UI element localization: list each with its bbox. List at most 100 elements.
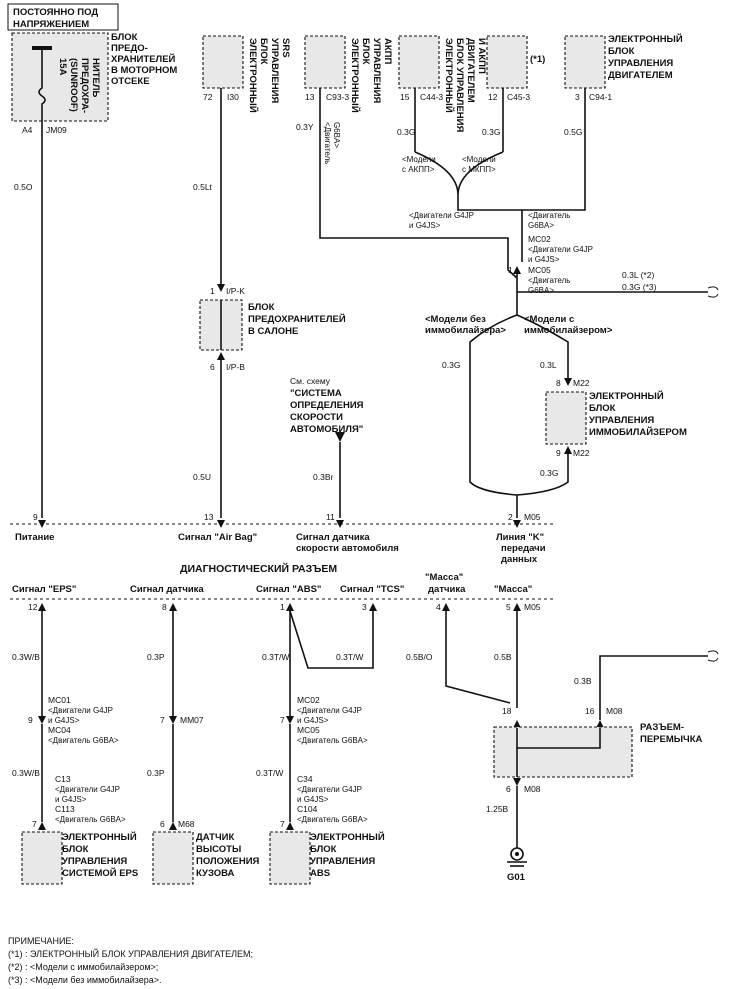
label-mass: "Масса" — [494, 584, 532, 595]
height-label-1: ДАТЧИК — [196, 832, 234, 843]
ground-pin6: 6 — [506, 784, 511, 794]
ground-conn-m08a: M08 — [606, 706, 623, 716]
splice-mc02: MC02 — [528, 234, 551, 244]
akpp-label-2: БЛОК — [360, 38, 371, 65]
abs-mc02-note-1: <Двигатели G4JP — [297, 706, 362, 715]
eng-akpp-label-4: И АКПП — [476, 38, 487, 74]
star1-pin: 12 — [488, 92, 498, 102]
mkpp-models-1: <Модели — [462, 155, 496, 164]
akpp-conn: C93-3 — [326, 92, 349, 102]
out-wire-1: 0.3L (*2) — [622, 270, 654, 280]
engine-ecu-conn: C94-1 — [589, 92, 612, 102]
connector-arrow-icon — [169, 822, 177, 830]
srs-label-4: SRS — [280, 38, 291, 58]
fuse-text-2: ПРЕДОХРА- — [79, 58, 90, 113]
engines-g4-1: <Двигатели G4JP — [409, 211, 474, 220]
model-splice: <Модели с АКПП> <Модели с МКПП> <Двигате… — [402, 151, 719, 315]
abs-c34-note-1: <Двигатели G4JP — [297, 785, 362, 794]
eps-c13-note-2: и G4JS> — [55, 795, 87, 804]
interior-conn-bottom: I/P-B — [226, 362, 245, 372]
akpp-engine-note-2: G6BA> — [332, 122, 341, 148]
label-abs: Сигнал "ABS" — [256, 584, 321, 595]
pin-arrow-icon — [513, 520, 521, 528]
pin-arrow-icon — [286, 603, 294, 611]
pin-arrow-icon — [38, 603, 46, 611]
abs-label-2: БЛОК — [310, 844, 337, 855]
star1-conn: C45-3 — [507, 92, 530, 102]
pin-arrow-icon — [369, 603, 377, 611]
akpp-label-4: АКПП — [382, 38, 393, 64]
abs-pin7b: 7 — [280, 819, 285, 829]
speed-ref-2: "СИСТЕМА — [290, 388, 342, 399]
abs-wire2: 0.3T/W — [256, 768, 283, 778]
immob-pin8: 8 — [556, 378, 561, 388]
eng-akpp-conn: C44-3 — [420, 92, 443, 102]
diag-pin11: 11 — [326, 512, 335, 522]
ground-wire-bo: 0.5B/O — [406, 652, 433, 662]
eps-c113-note: <Двигатель G6BA> — [55, 815, 126, 824]
immob-conn-b: M22 — [573, 448, 590, 458]
diag-connector-lower: Сигнал "EPS" Сигнал датчика Сигнал "ABS"… — [10, 572, 555, 612]
wire-0-5o: 0.5O — [14, 182, 33, 192]
fuse-box-label-5: ОТСЕКЕ — [111, 76, 150, 87]
immob-label-2: БЛОК — [589, 403, 616, 414]
immob-wire-left: 0.3G — [442, 360, 460, 370]
constant-power-label-2: НАПРЯЖЕНИЕМ — [13, 19, 89, 30]
label-eps: Сигнал "EPS" — [12, 584, 76, 595]
akpp-pin: 13 — [305, 92, 315, 102]
speed-wire: 0.3Br — [313, 472, 333, 482]
connector-arrow-icon — [513, 778, 521, 786]
label-mass-sensor-2: датчика — [428, 584, 466, 595]
fuse-rating: 15A — [57, 58, 68, 76]
eps-label-1: ЭЛЕКТРОННЫЙ — [62, 831, 137, 843]
diag-connector-title: ДИАГНОСТИЧЕСКИЙ РАЗЪЕМ — [180, 562, 337, 575]
height-conn-m68: M68 — [178, 819, 195, 829]
akpp-ecu: ЭЛЕКТРОННЫЙ БЛОК УПРАВЛЕНИЯ АКПП 13 C93-… — [296, 35, 518, 279]
diag-pin5: 5 — [506, 602, 511, 612]
srs-conn: I30 — [227, 92, 239, 102]
immob-label-1: ЭЛЕКТРОННЫЙ — [589, 390, 664, 402]
diag-pin4: 4 — [436, 602, 441, 612]
notes: ПРИМЕЧАНИЕ: (*1) : ЭЛЕКТРОННЫЙ БЛОК УПРА… — [8, 936, 253, 985]
eps-mc01: MC01 — [48, 695, 71, 705]
diag-conn-lower: M05 — [524, 602, 541, 612]
with-immob-2: иммобилайзером> — [524, 325, 613, 336]
speed-sensor-ref: См. схему "СИСТЕМА ОПРЕДЕЛЕНИЯ СКОРОСТИ … — [290, 376, 364, 518]
speed-arrow-icon — [335, 432, 345, 442]
notes-title: ПРИМЕЧАНИЕ: — [8, 936, 74, 946]
engine-ecu-star1: (*1) 12 C45-3 0.3G — [482, 35, 545, 152]
abs-mc05-note: <Двигатель G6BA> — [297, 736, 368, 745]
ground-conn-m08b: M08 — [524, 784, 541, 794]
immobilizer-branch: <Модели без иммобилайзера> <Модели с имм… — [425, 314, 687, 518]
engine-ecu-label-3: УПРАВЛЕНИЯ — [608, 58, 673, 69]
pin-arrow-icon — [336, 520, 344, 528]
connector-arrow-icon — [286, 716, 294, 724]
abs-branch: 0.3T/W 0.3T/W MC02 <Двигатели G4JP и G4J… — [256, 610, 385, 885]
akpp-models-1: <Модели — [402, 155, 436, 164]
mkpp-models-2: с МКПП> — [462, 165, 496, 174]
srs-label-3: УПРАВЛЕНИЯ — [269, 38, 280, 103]
height-wire1: 0.3P — [147, 652, 165, 662]
fuse-text-3: НИТЕЛЬ — [90, 58, 101, 97]
connector-arrow-icon — [38, 716, 46, 724]
abs-wire-tcs: 0.3T/W — [336, 652, 363, 662]
speed-ref-4: СКОРОСТИ — [290, 412, 343, 423]
engines-g4-2: и G4JS> — [409, 221, 441, 230]
engine-ecu-wire: 0.5G — [564, 127, 582, 137]
eng-akpp-label-2: БЛОК УПРАВЛЕНИЯ — [454, 38, 465, 132]
connector-arrow-icon — [38, 822, 46, 830]
srs-label-1: ЭЛЕКТРОННЫЙ — [247, 38, 259, 113]
engine-akpp-ecu: ЭЛЕКТРОННЫЙ БЛОК УПРАВЛЕНИЯ ДВИГАТЕЛЕМ И… — [397, 35, 487, 152]
height-conn: MM07 — [180, 715, 204, 725]
conn-jm09: JM09 — [46, 125, 67, 135]
fuse-box-label-4: В МОТОРНОМ — [111, 65, 177, 76]
label-power: Питание — [15, 532, 54, 543]
eps-label-2: БЛОК — [62, 844, 89, 855]
jumper-label-2: ПЕРЕМЫЧКА — [640, 734, 703, 745]
abs-label-1: ЭЛЕКТРОННЫЙ — [310, 831, 385, 843]
label-sensor: Сигнал датчика — [130, 584, 204, 595]
pin-arrow-icon — [217, 520, 225, 528]
label-speed-1: Сигнал датчика — [296, 532, 370, 543]
abs-c34-note-2: и G4JS> — [297, 795, 329, 804]
